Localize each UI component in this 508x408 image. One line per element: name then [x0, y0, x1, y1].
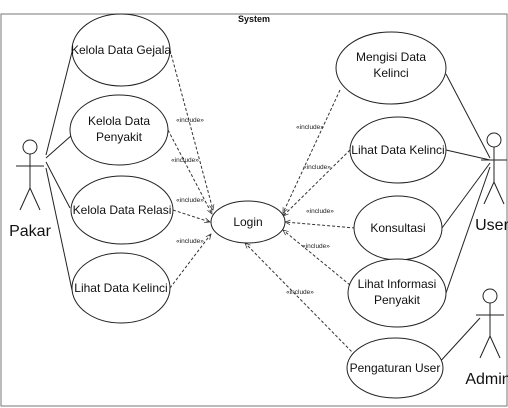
- use-case-label: Kelola Data Relasi: [73, 203, 172, 217]
- use-case-lihat-informasi-penyakit[interactable]: Lihat Informasi Penyakit: [347, 258, 447, 328]
- use-case-label: Kelinci: [373, 66, 408, 80]
- include-label: «include»: [303, 164, 331, 171]
- use-case-lihat-data-kelinci-right[interactable]: Lihat Data Kelinci: [349, 116, 447, 184]
- include-arrow-pengaturan-user: [245, 243, 356, 356]
- include-label: «include»: [176, 238, 204, 245]
- include-arrows: [167, 49, 356, 356]
- include-label: «include»: [176, 197, 204, 204]
- actor-label: Pakar: [9, 223, 51, 240]
- stick-figure-icon: [16, 139, 44, 211]
- use-case-label: Kelola Data: [88, 114, 150, 128]
- include-label: «include»: [306, 208, 334, 215]
- system-title: System: [238, 14, 270, 24]
- include-label: «include»: [302, 243, 330, 250]
- include-label: «include»: [286, 289, 314, 296]
- use-case-mengisi-data-kelinci[interactable]: Mengisi Data Kelinci: [335, 31, 447, 105]
- include-arrow-lihat-informasi: [283, 230, 351, 286]
- use-case-kelola-data-penyakit[interactable]: Kelola Data Penyakit: [69, 94, 169, 166]
- include-arrow-lihat-kelinci-left: [169, 234, 211, 289]
- include-label: «include»: [296, 124, 324, 131]
- use-case-label: Penyakit: [96, 130, 143, 144]
- include-arrow-kelola-penyakit: [167, 129, 213, 214]
- include-label: «include»: [176, 117, 204, 124]
- use-case-konsultasi[interactable]: Konsultasi: [353, 195, 443, 261]
- include-arrow-kelola-relasi: [172, 209, 210, 222]
- use-case-pengaturan-user[interactable]: Pengaturan User: [346, 337, 444, 399]
- use-case-label: Lihat Data Kelinci: [351, 143, 444, 157]
- actor-user[interactable]: User: [475, 132, 508, 234]
- use-case-lihat-data-kelinci-left[interactable]: Lihat Data Kelinci: [71, 252, 171, 324]
- use-case-label: Penyakit: [374, 293, 421, 307]
- associations: [45, 51, 491, 366]
- use-case-login[interactable]: Login: [210, 200, 286, 244]
- actor-pakar[interactable]: Pakar: [9, 139, 52, 240]
- actor-label: Admin: [465, 371, 508, 388]
- stick-figure-icon: [476, 288, 504, 359]
- use-case-label: Lihat Informasi: [358, 277, 437, 291]
- stick-figure-icon: [481, 132, 507, 205]
- use-case-label: Kelola Data Gejala: [71, 43, 171, 57]
- use-case-kelola-data-gejala[interactable]: Kelola Data Gejala: [71, 13, 171, 87]
- include-arrow-mengisi-kelinci: [282, 89, 341, 213]
- use-case-label: Konsultasi: [370, 221, 425, 235]
- actor-admin[interactable]: Admin: [465, 288, 508, 388]
- include-arrow-konsultasi: [285, 222, 356, 229]
- include-arrow-kelola-gejala: [169, 49, 213, 210]
- include-label: «include»: [171, 157, 199, 164]
- use-case-label: Login: [233, 215, 262, 229]
- use-case-label: Pengaturan User: [350, 361, 441, 375]
- use-case-label: Lihat Data Kelinci: [74, 281, 167, 295]
- include-arrow-lihat-kelinci-right: [283, 149, 351, 216]
- use-case-label: Mengisi Data: [356, 50, 426, 64]
- use-case-kelola-data-relasi[interactable]: Kelola Data Relasi: [70, 175, 174, 245]
- actor-label: User: [475, 217, 508, 234]
- include-labels: «include» «include» «include» «include» …: [171, 117, 334, 296]
